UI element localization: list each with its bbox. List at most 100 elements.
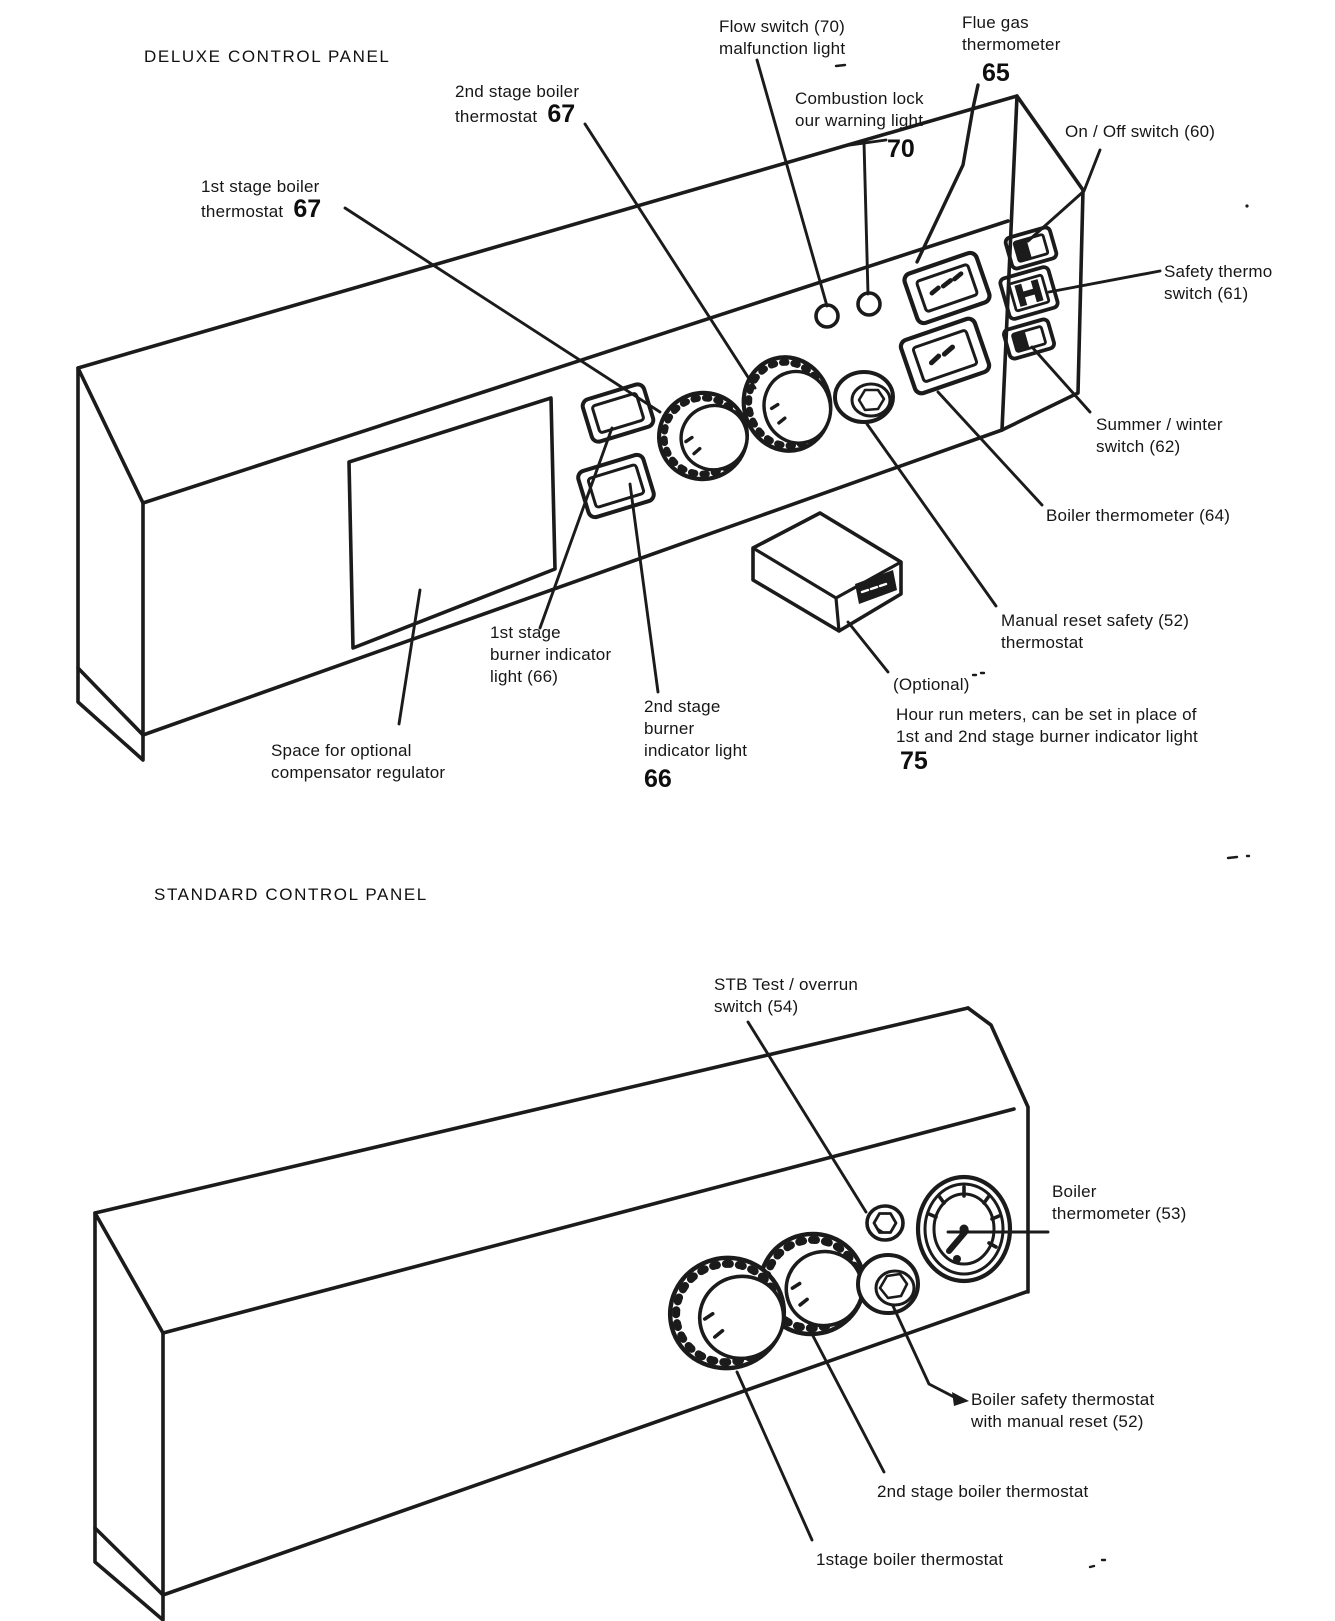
callout-flow-switch-lamp: [755, 58, 829, 308]
label-text: Hour run meters, can be set in place of …: [896, 705, 1198, 746]
deluxe-panel: [76, 58, 1162, 762]
boiler-safety-thermostat-knob: [856, 1253, 920, 1315]
compensator-space-outline: [347, 396, 557, 650]
ref-number: 67: [547, 100, 576, 128]
standard-left-end-cap: [93, 1211, 165, 1597]
second-stage-burner-light: [576, 452, 656, 520]
callout-on-off: [1026, 148, 1102, 243]
label-text: (Optional): [893, 675, 970, 694]
lamp-shade-mark: [858, 308, 872, 317]
label-text: Summer / winter switch (62): [1096, 415, 1223, 456]
hour-run-meter: [751, 511, 903, 633]
label-text: On / Off switch (60): [1065, 122, 1216, 141]
label-text: 1st stage burner indicator light (66): [490, 623, 612, 686]
label-boiler-thermometer-64: Boiler thermometer (64): [1046, 505, 1230, 527]
standard-back-top-edge: [93, 1006, 970, 1215]
scan-speck: [834, 63, 847, 68]
callout-stb-test: [746, 1020, 868, 1214]
flue-gas-thermometer-gauge: [902, 250, 992, 326]
ref-number: 65: [982, 59, 1010, 87]
callout-hour-meter: [846, 620, 890, 674]
label-text: Boiler thermometer (53): [1052, 1182, 1187, 1223]
scan-specks: [834, 63, 1251, 1569]
label-1st-burner-light: 1st stage burner indicator light (66): [490, 622, 611, 688]
label-1st-stage-std: 1stage boiler thermostat: [816, 1549, 1003, 1571]
deluxe-back-top-edge: [76, 94, 1019, 370]
callout-boiler-thermometer-64: [936, 390, 1044, 507]
scan-speck: [1088, 1558, 1107, 1569]
label-text: Combustion lock our warning light: [795, 89, 924, 130]
standard-front-top-edge: [161, 1107, 1016, 1335]
summer-winter-switch: [1002, 317, 1056, 361]
ref-number: 75: [900, 747, 928, 775]
label-text: Safety thermo switch (61): [1164, 262, 1273, 303]
scan-speck: [1245, 204, 1249, 208]
label-combustion-lockout: Combustion lock our warning light 70: [795, 88, 924, 162]
first-stage-thermostat-knob-std: [667, 1255, 787, 1371]
deluxe-front-bottom-edge: [141, 428, 1004, 737]
label-text: Boiler safety thermostat with manual res…: [971, 1390, 1155, 1431]
label-text: Boiler thermometer (64): [1046, 506, 1231, 525]
callout-1st-stage-thermostat: [343, 206, 662, 414]
manual-reset-safety-knob: [833, 370, 895, 424]
first-stage-thermostat-knob: [656, 390, 750, 482]
label-on-off-switch: On / Off switch (60): [1065, 121, 1215, 143]
callout-compensator: [397, 588, 422, 726]
callout-safety-reset-arrowhead: [952, 1392, 969, 1406]
label-text: 1st stage boiler thermostat: [201, 177, 320, 221]
on-off-switch: [1003, 225, 1059, 271]
label-summer-winter: Summer / winter switch (62): [1096, 414, 1223, 458]
callout-safety-reset: [891, 1304, 958, 1400]
label-hour-meters-number: 75: [900, 747, 928, 775]
callout-summer-winter: [1030, 345, 1092, 414]
callout-1st-stage-std: [735, 1370, 814, 1542]
label-text: Flue gas thermometer: [962, 13, 1061, 54]
label-text: 2nd stage boiler thermostat: [877, 1482, 1089, 1501]
label-text: 2nd stage burner indicator light: [644, 697, 748, 760]
label-boiler-thermometer-53: Boiler thermometer (53): [1052, 1181, 1187, 1225]
standard-panel: [93, 1006, 1050, 1621]
standard-foot: [93, 1526, 165, 1621]
scan-speck: [971, 671, 986, 677]
label-flow-switch: Flow switch (70) malfunction light: [719, 16, 845, 60]
label-text: Flow switch (70) malfunction light: [719, 17, 846, 58]
ref-number: 67: [293, 195, 322, 223]
callout-1st-burner-light: [538, 426, 614, 630]
first-stage-burner-light: [580, 382, 656, 444]
scan-speck: [1226, 854, 1251, 860]
stb-test-switch: [865, 1204, 905, 1242]
label-flue-gas: Flue gas thermometer 65: [962, 12, 1061, 86]
label-2nd-stage-std: 2nd stage boiler thermostat: [877, 1481, 1088, 1503]
callout-2nd-stage-std: [810, 1332, 886, 1474]
label-text: STB Test / overrun switch (54): [714, 975, 859, 1016]
label-safety-reset-52: Boiler safety thermostat with manual res…: [971, 1389, 1154, 1433]
boiler-thermometer-dial: [915, 1174, 1013, 1284]
standard-right-edge: [966, 1006, 1030, 1294]
lamp-shade-mark: [816, 320, 830, 329]
deluxe-foot: [76, 666, 145, 762]
label-compensator-space: Space for optional compensator regulator: [271, 740, 445, 784]
callout-combustion-lamp: [841, 138, 888, 296]
label-text: Space for optional compensator regulator: [271, 741, 446, 782]
callout-safety-switch: [1047, 269, 1162, 294]
label-manual-reset: Manual reset safety (52) thermostat: [1001, 610, 1189, 654]
callout-2nd-stage-thermostat: [583, 122, 757, 390]
standard-front-bottom-edge: [161, 1290, 1028, 1597]
label-text: 2nd stage boiler thermostat: [455, 82, 580, 126]
callout-manual-reset: [865, 422, 998, 608]
deluxe-left-end-cap: [76, 366, 145, 737]
ref-number: 70: [887, 135, 915, 163]
second-stage-thermostat-knob: [741, 355, 833, 453]
boiler-thermometer-gauge: [898, 316, 992, 396]
safety-thermostat-switch: [998, 265, 1060, 321]
label-optional-note: (Optional): [893, 674, 970, 696]
callout-2nd-burner-light: [628, 482, 660, 694]
deluxe-title: DELUXE CONTROL PANEL: [144, 47, 391, 66]
deluxe-end-plate: [1000, 94, 1085, 432]
standard-title: STANDARD CONTROL PANEL: [154, 885, 428, 904]
label-text: 1stage boiler thermostat: [816, 1550, 1004, 1569]
